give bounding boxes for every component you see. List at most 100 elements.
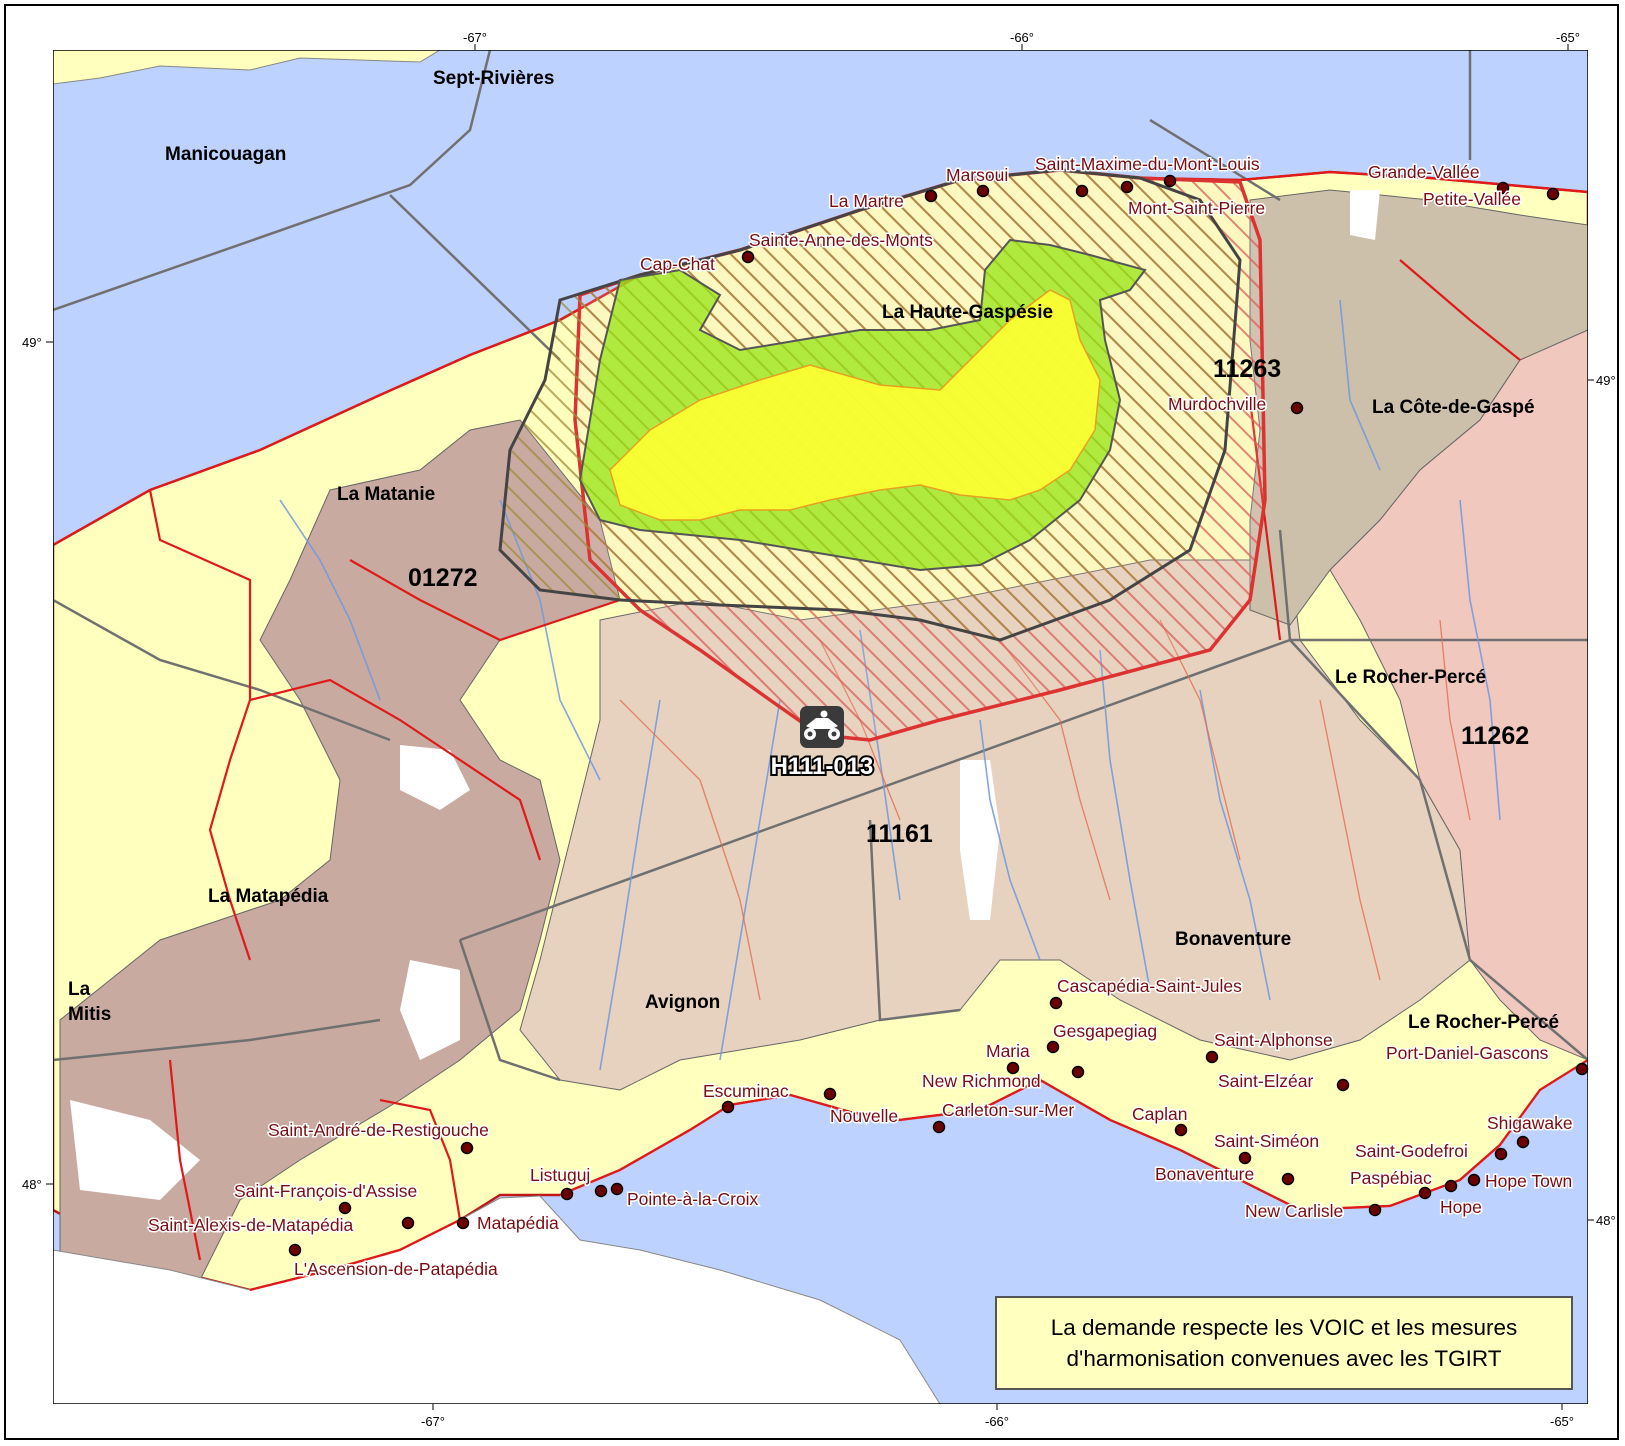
note-line-2: d'harmonisation convenues avec les TGIRT [1066, 1346, 1502, 1371]
town-markers: Marsoui Saint-Maxime-du-Mont-Louis Grand… [147, 153, 1589, 1281]
yellow-zone [609, 289, 1101, 521]
town-marker [460, 1141, 474, 1155]
town-label: New Richmond [922, 1071, 1041, 1091]
town-label: Saint-Siméon [1214, 1131, 1319, 1151]
town-marker [932, 1120, 946, 1134]
town-marker [1546, 187, 1560, 201]
graticule: -67° -66° -65° -67° -66° -65° 49° 48° 49… [22, 30, 1616, 1429]
town-marker [288, 1243, 302, 1257]
top-longitude-label: -65° [1556, 30, 1580, 45]
town-label: Cap-Chat [640, 254, 715, 274]
town-label: New Carlisle [1245, 1201, 1343, 1221]
town-label: Petite-Vallée [1423, 189, 1521, 209]
town-marker [1281, 1172, 1295, 1186]
right-latitude-label: 49° [1596, 373, 1616, 388]
region-label: Manicouagan [165, 144, 286, 165]
town-label: Paspébiac [1350, 1168, 1432, 1188]
town-marker [721, 1100, 735, 1114]
ugaf-11262-area [1329, 329, 1588, 1061]
town-marker [1071, 1065, 1085, 1079]
town-marker [1575, 1062, 1589, 1076]
town-label: Saint-Godefroi [1355, 1141, 1468, 1161]
region-label: La Matanie [337, 484, 435, 505]
lake-patch [400, 960, 460, 1060]
town-marker [338, 1201, 352, 1215]
unit-code-label: 01272 [408, 564, 478, 592]
left-latitude-label: 48° [22, 1177, 42, 1192]
town-label: Escuminac [703, 1081, 789, 1101]
site-marker[interactable]: H111-013 [769, 706, 875, 782]
mrc-boundaries [53, 50, 1588, 1082]
town-marker [1046, 1040, 1060, 1054]
town-label: Cascapédia-Saint-Jules [1057, 976, 1242, 996]
region-label: La Matapédia [208, 886, 329, 907]
lake-patch [70, 1100, 200, 1200]
harmonisation-note: La demande respecte les VOIC et les mesu… [995, 1296, 1573, 1390]
town-marker [594, 1184, 608, 1198]
town-marker [456, 1216, 470, 1230]
town-label: Grande-Vallée [1368, 162, 1480, 182]
town-label: Hope [1440, 1197, 1482, 1217]
town-label: Pointe-à-la-Croix [627, 1189, 759, 1209]
town-label: Port-Daniel-Gascons [1386, 1043, 1549, 1063]
town-label: Gesgapegiag [1053, 1021, 1157, 1041]
bottom-longitude-label: -65° [1550, 1414, 1574, 1429]
town-marker [823, 1087, 837, 1101]
town-marker [1444, 1179, 1458, 1193]
town-marker [560, 1187, 574, 1201]
town-marker [1075, 184, 1089, 198]
town-marker [924, 189, 938, 203]
lake-patch [400, 745, 470, 810]
town-marker [1368, 1203, 1382, 1217]
town-label: Saint-François-d'Assise [234, 1181, 417, 1201]
region-label: Le Rocher-Percé [1408, 1012, 1559, 1033]
region-label: Bonaventure [1175, 929, 1291, 950]
town-marker [1238, 1151, 1252, 1165]
town-label: Saint-Alphonse [1214, 1030, 1333, 1050]
unit-code-label: 11262 [1461, 722, 1529, 750]
site-label: H111-013 [771, 753, 874, 780]
town-marker [1496, 181, 1510, 195]
note-line-1: La demande respecte les VOIC et les mesu… [1050, 1314, 1518, 1340]
town-label: Saint-Alexis-de-Matapédia [148, 1215, 354, 1235]
top-longitude-label: -66° [1010, 30, 1034, 45]
region-labels: Sept-Rivières Manicouagan La Haute-Gaspé… [68, 68, 1559, 1033]
town-marker [1467, 1173, 1481, 1187]
town-label: Maria [986, 1041, 1030, 1061]
bottom-longitude-label: -66° [985, 1414, 1009, 1429]
town-label: Saint-Maxime-du-Mont-Louis [1035, 154, 1260, 174]
right-latitude-label: 48° [1596, 1213, 1616, 1228]
top-longitude-label: -67° [463, 30, 487, 45]
town-marker [1049, 996, 1063, 1010]
town-label: Caplan [1132, 1104, 1187, 1124]
unit-codes: 01272 11263 11262 11161 [408, 355, 1529, 848]
town-label: Saint-André-de-Restigouche [268, 1120, 489, 1140]
town-label: Sainte-Anne-des-Monts [749, 230, 933, 250]
town-marker [1174, 1123, 1188, 1137]
region-label: La Haute-Gaspésie [882, 302, 1053, 323]
town-marker [1516, 1135, 1530, 1149]
town-marker [741, 250, 755, 264]
unit-code-label: 11263 [1213, 355, 1281, 383]
town-label: Nouvelle [830, 1106, 898, 1126]
town-marker [1494, 1147, 1508, 1161]
town-marker [1336, 1078, 1350, 1092]
lake-patch [1350, 190, 1380, 240]
town-label: Hope Town [1485, 1171, 1572, 1191]
town-marker [1290, 401, 1304, 415]
town-label: Matapédia [477, 1213, 559, 1233]
town-label: Saint-Elzéar [1218, 1071, 1313, 1091]
bottom-longitude-label: -67° [421, 1414, 445, 1429]
unit-code-label: 11161 [866, 820, 933, 848]
town-label: Carleton-sur-Mer [942, 1100, 1074, 1120]
town-marker [976, 184, 990, 198]
town-marker [1205, 1050, 1219, 1064]
region-label: La [68, 979, 91, 1000]
region-label: La Côte-de-Gaspé [1372, 397, 1535, 418]
town-label: La Martre [829, 191, 904, 211]
town-marker [1418, 1186, 1432, 1200]
town-label: Mont-Saint-Pierre [1128, 198, 1265, 218]
town-marker [1120, 180, 1134, 194]
town-marker [1163, 174, 1177, 188]
